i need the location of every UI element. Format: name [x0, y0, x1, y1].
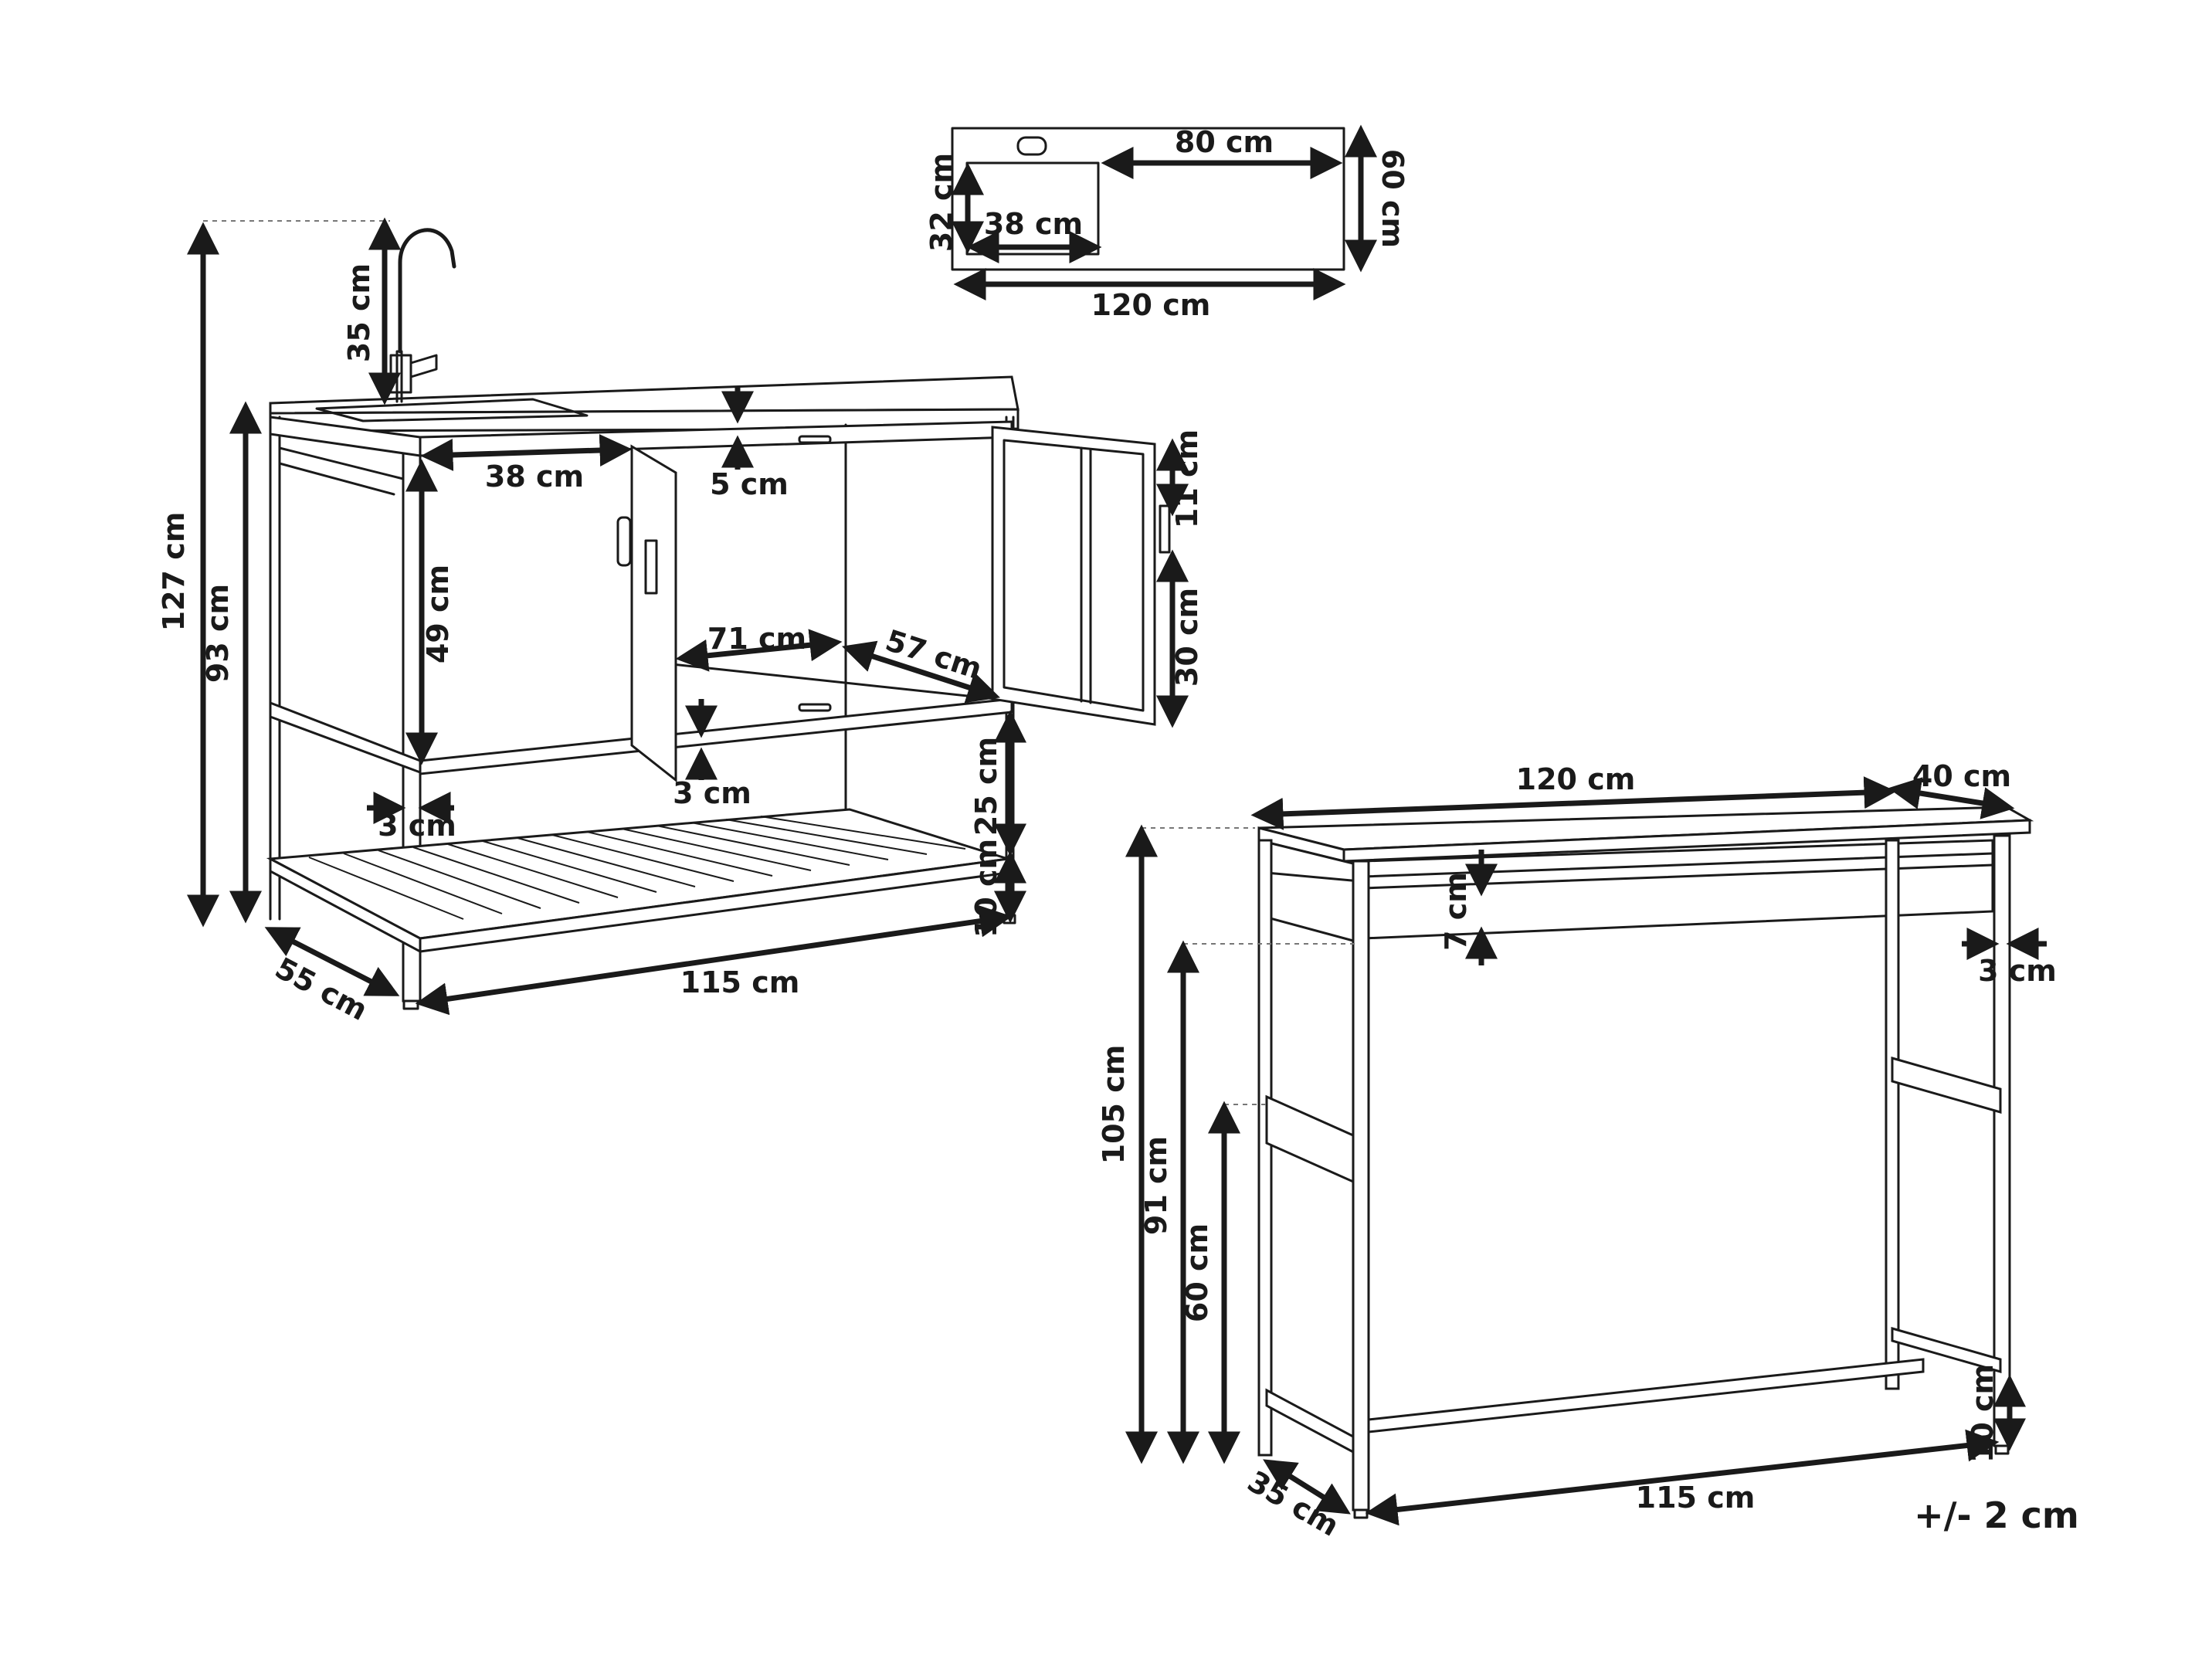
label-sink-3-leg: 3 cm — [378, 809, 456, 843]
dim-line-sink-38 — [420, 434, 633, 471]
sink-door-left — [630, 444, 677, 783]
faucet-spout — [398, 228, 456, 354]
sink-cabinet-drawing: 127 cm 35 cm 93 cm 49 cm 38 cm 5 cm 71 c… — [157, 217, 1204, 1027]
top-view-plan: 80 cm 32 cm 38 cm 60 cm 120 cm — [924, 124, 1410, 322]
label-sink-55: 55 cm — [270, 951, 373, 1027]
label-sink-25: 25 cm — [969, 737, 1003, 836]
sink-foot-back-right — [1003, 914, 1016, 924]
label-table-105: 105 cm — [1097, 1045, 1131, 1165]
label-sink-38: 38 cm — [485, 460, 584, 494]
label-top-80: 80 cm — [1175, 125, 1274, 159]
sink-side-rail-mid — [269, 701, 422, 775]
table-bottom-side-left — [1265, 1388, 1355, 1454]
table-bottom-side-right — [1891, 1327, 2002, 1373]
faucet-hole — [1016, 136, 1047, 156]
label-table-40: 40 cm — [1912, 759, 2011, 793]
table-leg-front-right — [1993, 834, 2011, 1447]
label-sink-93: 93 cm — [201, 584, 235, 683]
label-sink-5: 5 cm — [710, 467, 789, 501]
label-top-32: 32 cm — [924, 153, 958, 252]
label-table-3: 3 cm — [1978, 954, 2057, 988]
label-sink-71: 71 cm — [707, 622, 806, 656]
faucet-lever — [409, 354, 438, 378]
sink-foot-front-left — [402, 999, 419, 1010]
table-bottom-back-rail — [1367, 1358, 1925, 1433]
dim-line-sink-57 — [842, 640, 1000, 704]
faucet-body — [395, 350, 403, 403]
sink-shelf-slats — [308, 816, 966, 920]
label-top-60: 60 cm — [1376, 149, 1410, 248]
table-leg-back-left — [1257, 839, 1273, 1457]
label-sink-30: 30 cm — [1170, 588, 1204, 687]
label-table-10: 10 cm — [1966, 1364, 2000, 1463]
label-sink-35: 35 cm — [342, 263, 376, 362]
table-foot-front-left — [1353, 1508, 1369, 1519]
hinge-top — [798, 435, 832, 444]
sink-basin — [315, 398, 589, 422]
dim-line-table-40 — [1888, 777, 2015, 819]
label-top-38: 38 cm — [984, 207, 1083, 241]
label-sink-3-shelf: 3 cm — [673, 776, 751, 810]
label-table-60: 60 cm — [1180, 1223, 1214, 1322]
label-sink-127: 127 cm — [157, 512, 191, 632]
hinge-bottom — [798, 703, 832, 712]
dim-line-table-120 — [1250, 776, 1897, 830]
table-side-stretcher-right — [1891, 1057, 2002, 1114]
dim-line-sink-115 — [415, 904, 1013, 1016]
label-table-7: 7 cm — [1439, 872, 1473, 951]
dim-line-sink-55 — [264, 927, 400, 996]
table-side-stretcher-left — [1265, 1094, 1355, 1184]
label-top-120: 120 cm — [1091, 288, 1211, 322]
label-table-120: 120 cm — [1516, 762, 1636, 796]
label-table-115: 115 cm — [1636, 1481, 1756, 1515]
dim-line-table-35 — [1263, 1459, 1351, 1515]
label-sink-10: 10 cm — [969, 839, 1003, 938]
sink-door-right — [991, 426, 1156, 726]
label-sink-115: 115 cm — [680, 965, 800, 999]
tolerance-note: +/- 2 cm — [1914, 1494, 2079, 1536]
door-handle-right — [1159, 504, 1171, 554]
table-leg-front-left — [1352, 860, 1370, 1511]
label-sink-11: 11 cm — [1170, 429, 1204, 528]
label-sink-49: 49 cm — [421, 565, 455, 663]
door-handle-left — [616, 516, 632, 567]
sink-middle-shelf-rail — [419, 697, 1013, 775]
label-table-91: 91 cm — [1139, 1136, 1173, 1235]
dim-line-sink-71 — [675, 629, 843, 672]
table-leg-back-right — [1885, 839, 1900, 1390]
console-table-drawing: 120 cm 40 cm 7 cm 3 cm 105 cm 91 cm 60 c… — [1097, 759, 2057, 1543]
dim-line-table-115 — [1365, 1429, 2000, 1526]
